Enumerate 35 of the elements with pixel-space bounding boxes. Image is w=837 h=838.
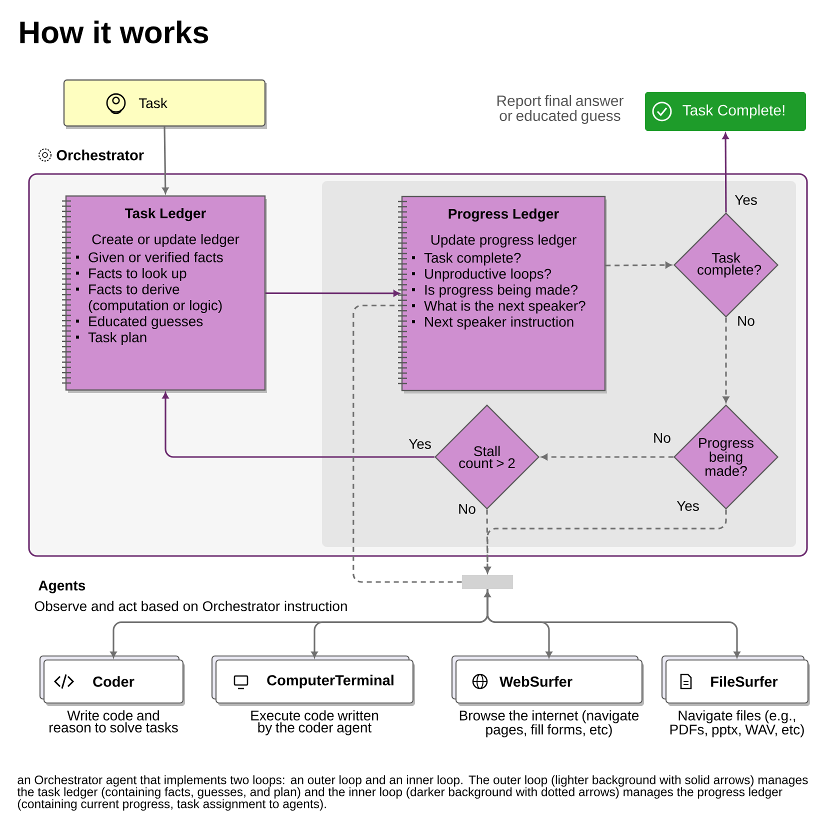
- junction-bar: [462, 575, 513, 589]
- arrow: [606, 262, 672, 268]
- arrow: [162, 126, 169, 194]
- double-arrow: [486, 589, 740, 658]
- title: How it works: [20, 20, 208, 44]
- task-box: Task: [63, 79, 267, 129]
- edge-label: Yes: [676, 500, 700, 512]
- arrow: [722, 132, 729, 212]
- node-caption: Navigate files (e.g., PDFs, pptx, WAV, etc): [670, 710, 804, 738]
- arrow: [722, 318, 730, 403]
- section-heading: Agents: [38, 580, 86, 594]
- section-subtitle: Observe and act based on Orchestrator instruction: [34, 600, 347, 612]
- caption: an Orchestrator agent that implements two loops: an outer loop and an inner loop. The outer loop (lighter background with solid arrows) manages the task ledger (containing facts, guesses, and plan) and the inner loop (darker background with dotted arrows) manages the progress ledger (containing current progress, task assignment to agents).: [17, 775, 808, 811]
- node-caption: Report final answer or educated guess: [497, 95, 624, 124]
- agent-card: ComputerTerminal: [211, 655, 415, 706]
- status-box: Task Complete!: [645, 92, 806, 131]
- node-caption: Write code and reason to solve tasks: [50, 710, 178, 732]
- arrow: [484, 510, 491, 574]
- connector-line: [352, 304, 462, 583]
- agent-card: WebSurfer: [451, 655, 644, 706]
- agent-card: Coder: [39, 655, 185, 706]
- arrow: [266, 290, 400, 296]
- edge-label: No: [652, 432, 672, 444]
- edge-label: No: [736, 315, 756, 327]
- arrow: [541, 454, 674, 460]
- notebook-box: Task Ledger Create or update ledger Given or verified facts Facts to look up Facts to derive (computation or logic) Educated guesses Task plan: [62, 195, 267, 393]
- edge-label: Yes: [734, 194, 758, 206]
- edge-label: Yes: [408, 438, 432, 450]
- arrow: [484, 510, 727, 574]
- notebook-box: Progress Ledger Update progress ledger Task complete? Unproductive loops? Is progress being made? What is the next speaker? Next speaker instruction: [398, 196, 607, 394]
- agent-card: FileSurfer: [661, 655, 810, 706]
- group-heading: Orchestrator: [56, 150, 144, 160]
- node-caption: Browse the internet (navigate pages, fill forms, etc): [460, 710, 639, 738]
- node-caption: Execute code written by the coder agent: [251, 710, 378, 736]
- arrow: [162, 392, 434, 458]
